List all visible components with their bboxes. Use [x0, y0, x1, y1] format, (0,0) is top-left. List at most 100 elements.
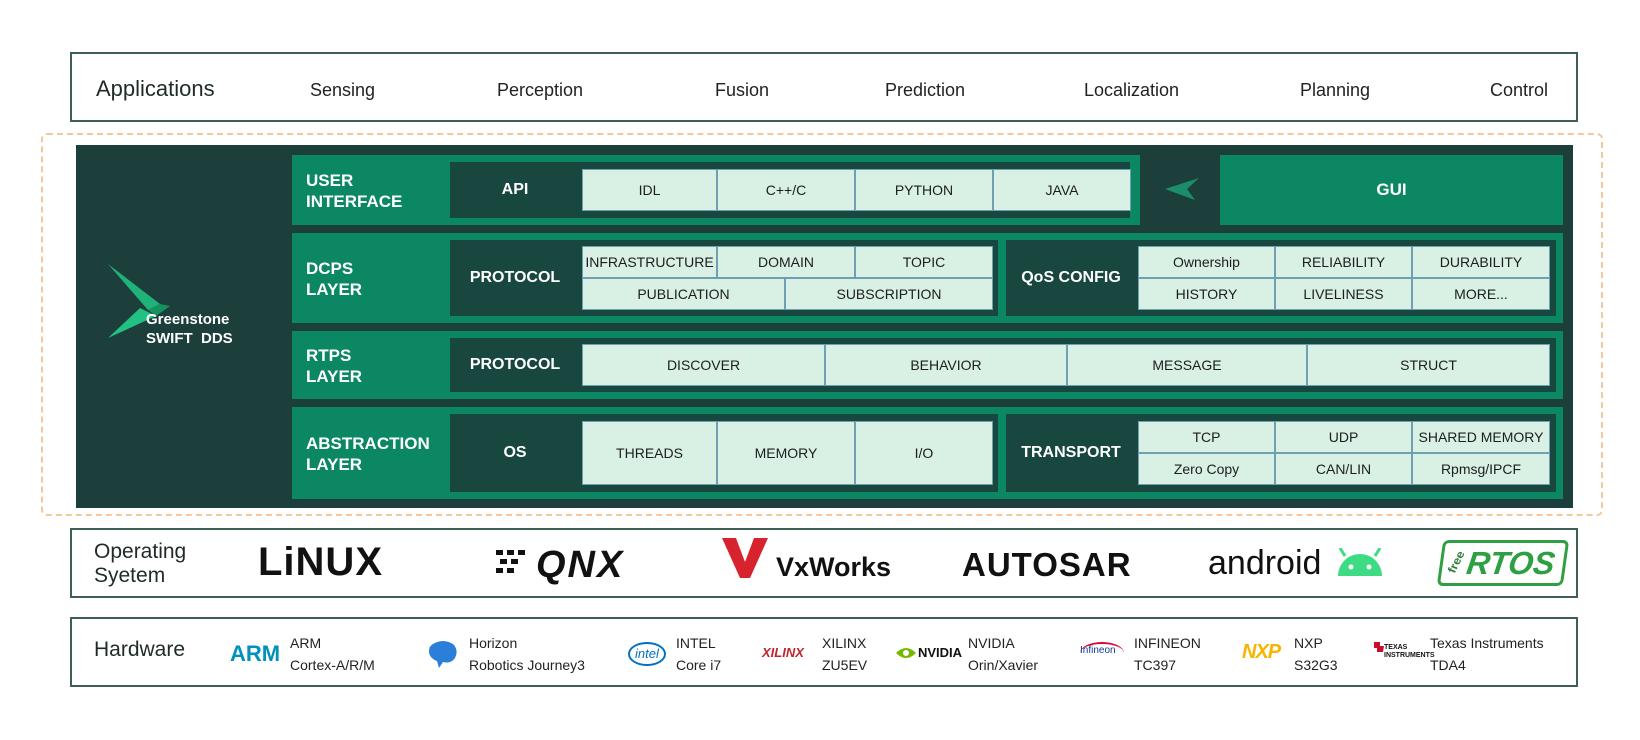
rtps-cell-message: MESSAGE — [1067, 344, 1307, 386]
bird-logo-icon — [108, 264, 170, 338]
ti-logo: TEXAS INSTRUMENTS — [1384, 644, 1435, 659]
hardware-title: Hardware — [94, 638, 186, 661]
api-cell-python: PYTHON — [855, 169, 993, 211]
os-label: OS — [503, 444, 527, 461]
transport-cell-rpmsg: Rpmsg/IPCF — [1412, 453, 1550, 485]
ti-state-icon — [1374, 642, 1384, 652]
hw-intel: INTEL Core i7 — [676, 632, 721, 676]
vxworks-logo: VxWorks — [776, 552, 892, 582]
dds-dashed-frame — [41, 133, 1603, 516]
os-cell-threads: THREADS — [582, 421, 717, 485]
app-item-control: Control — [1490, 80, 1549, 100]
infineon-logo: Infineon — [1080, 642, 1124, 664]
os-cell-io: I/O — [855, 421, 993, 485]
hardware-bar — [70, 617, 1578, 687]
api-cell-idl: IDL — [582, 169, 717, 211]
android-robot-icon — [1338, 548, 1382, 576]
brand-line1: Greenstone — [146, 311, 230, 328]
qos-cell-durability: DURABILITY — [1412, 246, 1550, 278]
freertos-free-label: free — [1444, 549, 1468, 575]
hw-arm-name: ARM — [290, 635, 322, 651]
qos-cell-liveliness: LIVELINESS — [1275, 278, 1412, 310]
xilinx-logo: XILINX — [762, 645, 804, 660]
abstraction-title-line1: ABSTRACTION — [306, 434, 430, 453]
hw-infineon: INFINEON TC397 — [1134, 632, 1201, 676]
android-logo: android — [1208, 544, 1322, 582]
nxp-logo: NXP — [1242, 641, 1281, 663]
qos-cell-reliability: RELIABILITY — [1275, 246, 1412, 278]
qos-label: QoS CONFIG — [1021, 269, 1121, 286]
transport-cell-can-lin: CAN/LIN — [1275, 453, 1412, 485]
rtps-cell-discover: DISCOVER — [582, 344, 825, 386]
app-item-localization: Localization — [1084, 80, 1180, 100]
user-interface-title-line1: USER — [306, 171, 354, 190]
hw-intel-name: INTEL — [676, 635, 716, 651]
hw-infineon-model: TC397 — [1134, 657, 1177, 673]
hw-nxp-model: S32G3 — [1294, 657, 1338, 673]
dcps-title-line1: DCPS — [306, 259, 354, 278]
dcps-title-line2: LAYER — [306, 280, 363, 299]
linux-logo: LiNUX — [258, 540, 383, 584]
transport-label: TRANSPORT — [1021, 444, 1121, 461]
hw-xilinx-model: ZU5EV — [822, 657, 868, 673]
hw-nxp: NXP S32G3 — [1294, 632, 1338, 676]
arm-logo: ARM — [230, 641, 281, 666]
rtps-title: RTPS LAYER — [306, 345, 362, 387]
applications-bar: Applications — [70, 52, 1578, 122]
intel-logo: intel — [628, 642, 666, 666]
hw-arm-model: Cortex-A/R/M — [290, 657, 375, 673]
autosar-logo: AUTOSAR — [962, 546, 1132, 583]
app-item-perception: Perception — [497, 80, 584, 100]
dcps-title: DCPS LAYER — [306, 258, 362, 300]
app-item-prediction: Prediction — [885, 80, 966, 100]
horizon-brain-icon — [429, 641, 457, 668]
brand-line2: SWIFT DDS — [146, 330, 233, 347]
hw-horizon: Horizon Robotics Journey3 — [469, 632, 585, 676]
hw-ti: Texas Instruments TDA4 — [1430, 632, 1544, 676]
dcps-cell-publication: PUBLICATION — [582, 278, 785, 310]
api-cell-java: JAVA — [993, 169, 1131, 211]
hw-xilinx: XILINX ZU5EV — [822, 632, 867, 676]
os-title-line2: Syetem — [94, 564, 166, 587]
arrow-icon — [1165, 178, 1199, 200]
infineon-logo-text: Infineon — [1080, 645, 1116, 656]
dcps-cell-topic: TOPIC — [855, 246, 993, 278]
user-interface-title-line2: INTERFACE — [306, 192, 403, 211]
transport-cell-tcp: TCP — [1138, 421, 1275, 453]
hw-nxp-name: NXP — [1294, 635, 1323, 651]
brand-name: Greenstone SWIFT DDS — [146, 310, 233, 348]
applications-title: Applications — [96, 76, 215, 101]
hw-ti-model: TDA4 — [1430, 657, 1466, 673]
os-bar — [70, 528, 1578, 598]
freertos-rtos-label: RTOS — [1464, 545, 1558, 581]
hw-xilinx-name: XILINX — [822, 635, 867, 651]
os-title-line1: Operating — [94, 540, 187, 563]
dcps-cell-domain: DOMAIN — [717, 246, 855, 278]
os-cell-memory: MEMORY — [717, 421, 855, 485]
vxworks-v-icon — [722, 538, 768, 578]
dcps-protocol-label: PROTOCOL — [469, 269, 561, 286]
intel-logo-text: intel — [635, 646, 659, 661]
nvidia-logo: NVIDIA — [918, 645, 963, 660]
abstraction-title-line2: LAYER — [306, 455, 363, 474]
dcps-cell-subscription: SUBSCRIPTION — [785, 278, 993, 310]
qnx-dots-icon — [496, 550, 525, 573]
api-cell-cpp: C++/C — [717, 169, 855, 211]
hw-arm: ARM Cortex-A/R/M — [290, 632, 375, 676]
dcps-cell-infrastructure: INFRASTRUCTURE — [582, 246, 717, 278]
app-item-fusion: Fusion — [715, 80, 770, 100]
hw-nvidia-name: NVIDIA — [968, 635, 1015, 651]
hw-infineon-name: INFINEON — [1134, 635, 1201, 651]
qos-cell-more: MORE... — [1412, 278, 1550, 310]
user-interface-title: USER INTERFACE — [306, 170, 402, 212]
qnx-logo: QNX — [536, 544, 625, 586]
hw-horizon-name: Horizon — [469, 635, 518, 651]
rtps-protocol-label: PROTOCOL — [469, 356, 561, 373]
app-item-planning: Planning — [1300, 80, 1371, 100]
app-item-sensing: Sensing — [310, 80, 376, 100]
hw-nvidia-model: Orin/Xavier — [968, 657, 1039, 673]
abstraction-title: ABSTRACTION LAYER — [306, 433, 430, 475]
os-title: Operating Syetem — [94, 540, 186, 588]
gui-box: GUI — [1220, 155, 1563, 225]
hw-ti-name: Texas Instruments — [1430, 635, 1544, 651]
